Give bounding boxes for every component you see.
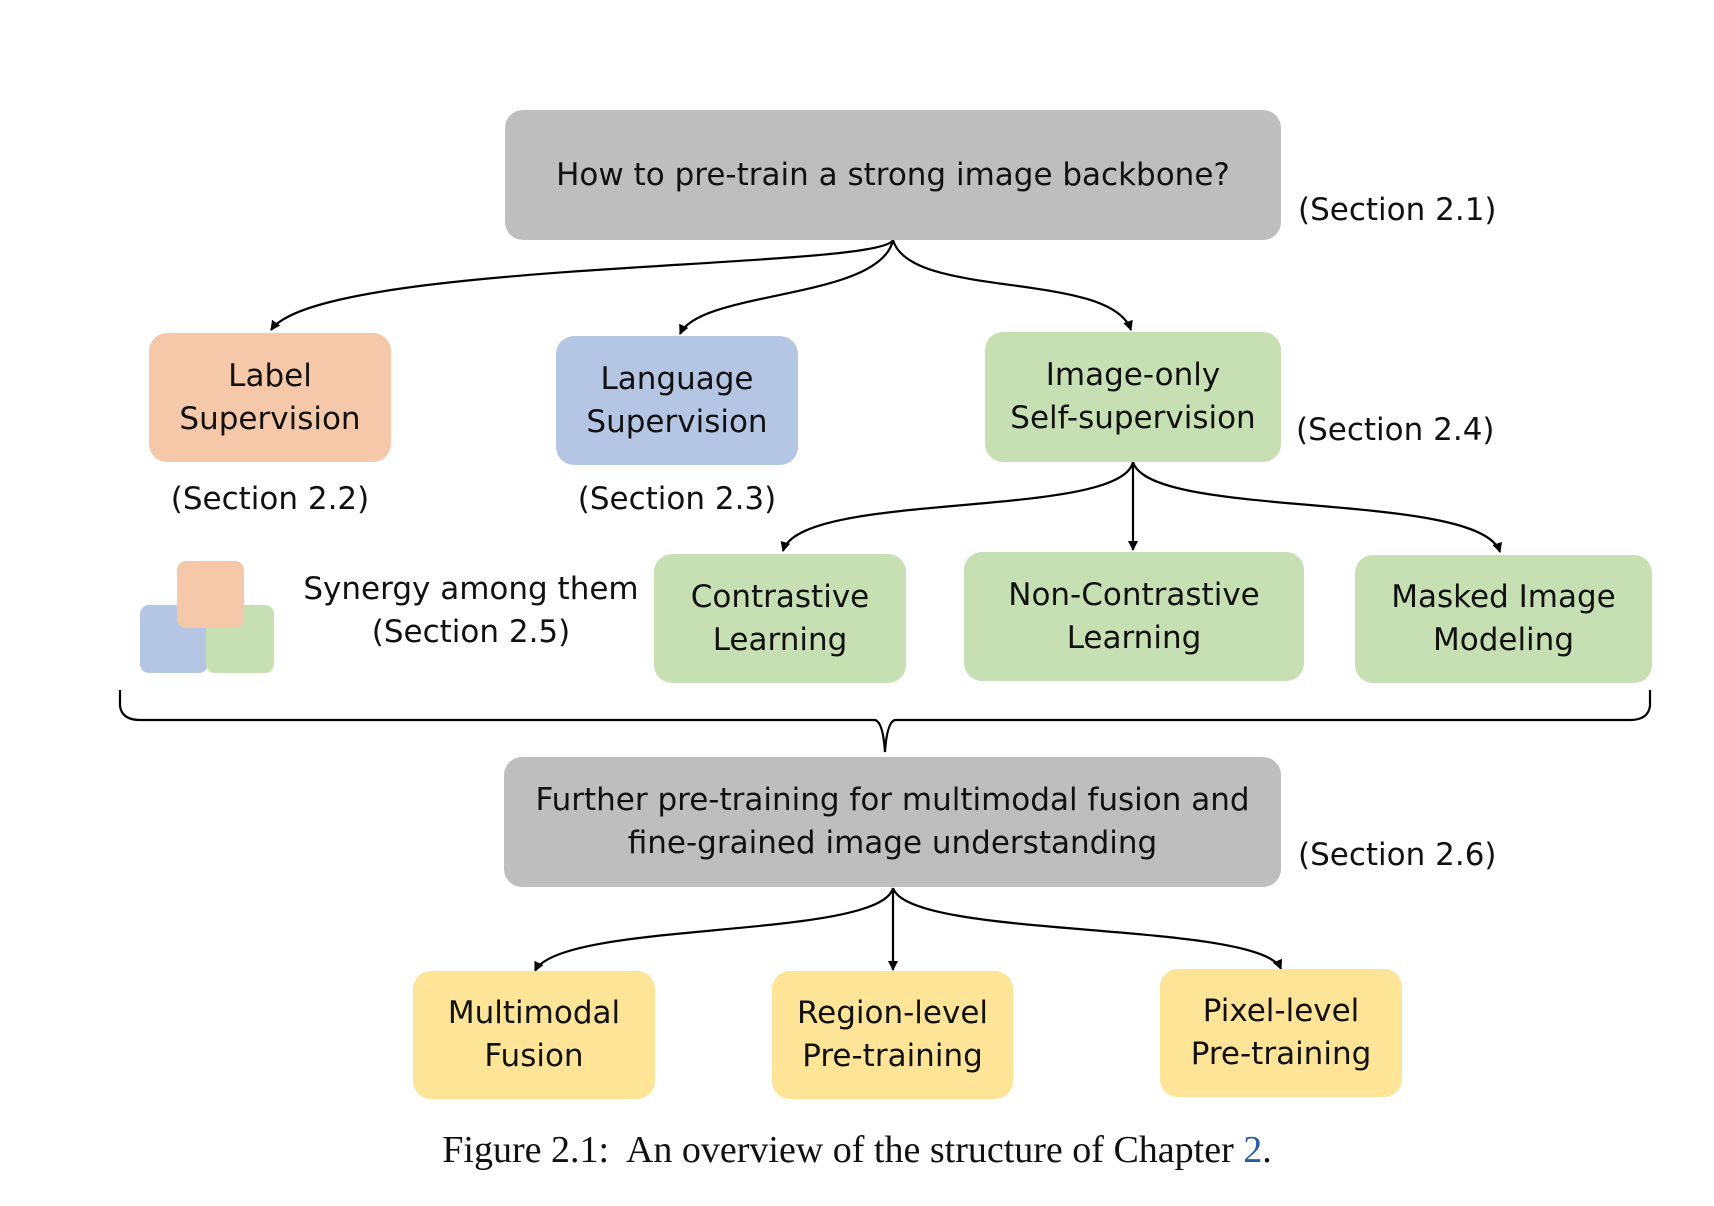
label-supervision-node: Label Supervision <box>149 333 391 462</box>
pixel-level-pretraining-text: Pixel-level Pre-training <box>1190 993 1372 1072</box>
section-2-6-label: (Section 2.6) <box>1298 837 1497 873</box>
contrastive-learning-node: Contrastive Learning <box>654 554 906 683</box>
label-supervision-text: Label Supervision <box>179 357 361 437</box>
brace <box>118 690 1652 753</box>
caption-text: Figure 2.1: An overview of the structure… <box>442 1129 1244 1171</box>
non-contrastive-learning-node: Non-Contrastive Learning <box>964 552 1304 681</box>
edge-further-multimodal <box>534 887 895 972</box>
image-only-node: Image-only Self-supervision <box>985 332 1281 462</box>
edge-imageonly-masked <box>1131 461 1502 553</box>
edge-imageonly-contrastive <box>780 461 1135 552</box>
section-2-1-label: (Section 2.1) <box>1298 192 1497 228</box>
masked-image-modeling-text: Masked Image Modeling <box>1391 579 1616 658</box>
edge-root-imageonly <box>891 239 1133 331</box>
root-question-node: How to pre-train a strong image backbone… <box>505 110 1281 240</box>
region-level-pretraining-node: Region-level Pre-training <box>772 971 1013 1099</box>
edge-root-language <box>679 239 895 335</box>
root-question-text: How to pre-train a strong image backbone… <box>556 156 1230 193</box>
further-pretraining-node: Further pre-training for multimodal fusi… <box>504 757 1281 887</box>
synergy-orange-square <box>177 561 244 628</box>
figure-caption: Figure 2.1: An overview of the structure… <box>0 1128 1714 1172</box>
language-supervision-text: Language Supervision <box>586 360 768 440</box>
contrastive-learning-text: Contrastive Learning <box>690 578 870 658</box>
section-2-4-label: (Section 2.4) <box>1296 412 1495 448</box>
language-supervision-node: Language Supervision <box>556 336 798 465</box>
multimodal-fusion-node: Multimodal Fusion <box>413 971 655 1099</box>
non-contrastive-learning-text: Non-Contrastive Learning <box>1008 576 1260 656</box>
section-2-3-label: (Section 2.3) <box>577 481 777 517</box>
edge-root-label <box>270 239 895 331</box>
edge-further-pixel <box>891 887 1283 970</box>
synergy-label: Synergy among them (Section 2.5) <box>303 571 639 650</box>
section-2-2-label: (Section 2.2) <box>170 481 370 517</box>
chapter-link[interactable]: 2 <box>1243 1129 1263 1171</box>
region-level-pretraining-text: Region-level Pre-training <box>796 995 989 1074</box>
masked-image-modeling-node: Masked Image Modeling <box>1355 555 1652 683</box>
image-only-text: Image-only Self-supervision <box>1010 357 1256 436</box>
further-pretraining-text: Further pre-training for multimodal fusi… <box>535 782 1250 861</box>
pixel-level-pretraining-node: Pixel-level Pre-training <box>1160 969 1402 1097</box>
caption-period: . <box>1262 1129 1272 1171</box>
multimodal-fusion-text: Multimodal Fusion <box>447 995 621 1074</box>
